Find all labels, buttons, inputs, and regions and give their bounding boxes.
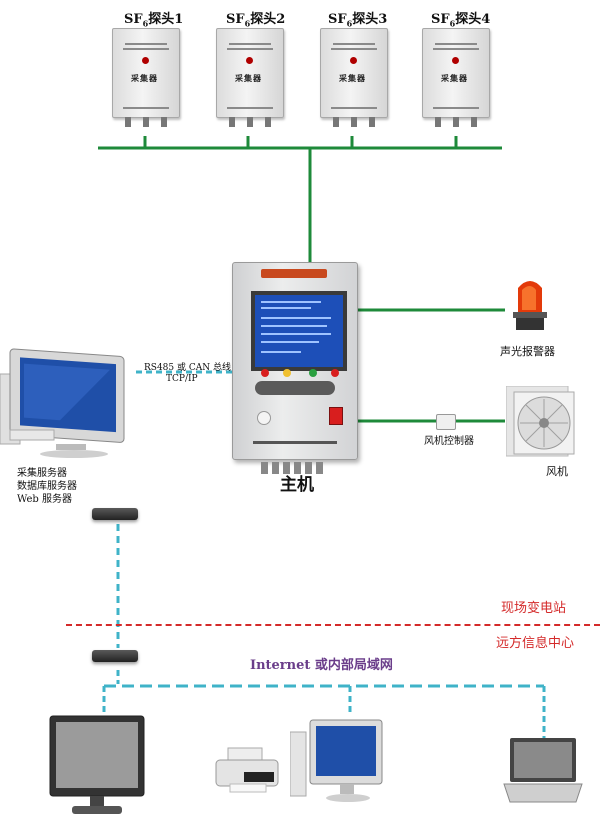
zone-remote-label: 远方信息中心 <box>496 636 575 651</box>
printer-icon <box>215 747 279 793</box>
servers-line1: 采集服务器 <box>17 468 67 479</box>
host-ports <box>261 459 331 474</box>
servers-line3: Web 服务器 <box>17 494 72 505</box>
probe2-plate: 采集器 <box>235 73 262 83</box>
probe1-plate: 采集器 <box>131 73 158 83</box>
probe3-device: 采集器 <box>320 28 388 127</box>
probe4-label: SF6探头4 <box>431 12 491 29</box>
zone-divider <box>66 624 600 626</box>
bus-label-line2: TCP/IP <box>166 374 198 384</box>
router-remote-icon <box>92 650 138 662</box>
probe3-label: SF6探头3 <box>328 12 388 29</box>
host-screen <box>251 291 347 371</box>
probe3-plate: 采集器 <box>339 73 366 83</box>
probe4-device: 采集器 <box>422 28 490 127</box>
host-power-switch <box>329 407 343 425</box>
network-label: Internet 或内部局域网 <box>250 658 393 673</box>
host-label: 主机 <box>280 475 314 495</box>
host-keypad <box>255 381 335 395</box>
zone-local-label: 现场变电站 <box>501 601 567 616</box>
bus-label-line1: RS485 或 CAN 总线 <box>144 363 231 373</box>
probe2-label: SF6探头2 <box>226 12 286 29</box>
laptop-icon <box>503 738 583 803</box>
remote-pc-icon <box>290 719 383 802</box>
host-device <box>232 262 358 474</box>
host-banner <box>261 269 327 278</box>
alarm-label: 声光报警器 <box>500 345 555 358</box>
remote-monitor-icon <box>49 715 145 814</box>
server-workstation-icon <box>0 348 125 458</box>
fan-controller-label: 风机控制器 <box>424 436 474 447</box>
probe4-plate: 采集器 <box>441 73 468 83</box>
fan-controller-icon <box>436 414 456 430</box>
probe2-device: 采集器 <box>216 28 284 127</box>
probe1-label: SF6探头1 <box>124 12 184 29</box>
router-local-icon <box>92 508 138 520</box>
fan-icon <box>506 386 575 457</box>
alarm-icon <box>513 281 547 330</box>
fan-label: 风机 <box>546 465 568 478</box>
host-knob <box>257 411 271 425</box>
probe1-device: 采集器 <box>112 28 180 127</box>
servers-line2: 数据库服务器 <box>17 481 77 492</box>
